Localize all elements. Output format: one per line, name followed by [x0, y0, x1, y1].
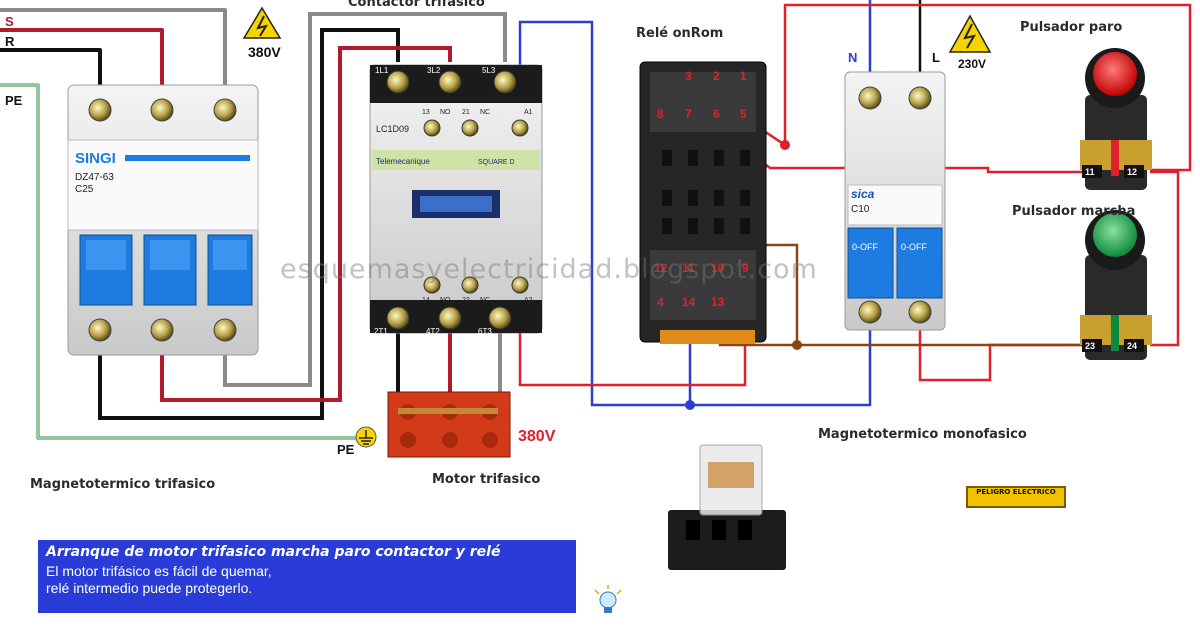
- info-box: Arranque de motor trifasico marcha paro …: [38, 540, 576, 613]
- relay-term-1: 1: [740, 69, 747, 83]
- danger-sign-text: PELIGRO ELECTRICO: [976, 488, 1056, 496]
- contactor-bot-a2: A2: [524, 297, 533, 304]
- marcha-term-23: 23: [1085, 341, 1095, 351]
- contactor-top-21: 21: [462, 109, 470, 116]
- contactor-term-5l3: 5L3: [482, 66, 496, 75]
- pe-bottom-label: PE: [337, 442, 355, 457]
- contactor-model: LC1D09: [376, 124, 409, 134]
- relay-term-9: 9: [742, 261, 749, 275]
- watermark: esquemasyelectricidad.blogspot.com: [280, 254, 818, 285]
- title-magnetotermico-monofasico: Magnetotermico monofasico: [818, 427, 1027, 442]
- motor-terminal-box: [387, 391, 511, 458]
- relay-term-5: 5: [740, 107, 747, 121]
- high-voltage-icon-single: [948, 14, 992, 53]
- phase-s-label: S: [5, 14, 14, 29]
- info-line-2: relé intermedio puede protegerlo.: [46, 580, 253, 596]
- wire-paro-to-marcha: [1150, 170, 1180, 347]
- title-motor-trifasico: Motor trifasico: [432, 472, 541, 487]
- relay-term-10: 10: [711, 261, 725, 275]
- ground-icon: [355, 426, 377, 448]
- high-voltage-icon-main: [242, 6, 282, 39]
- contactor-top-no: NO: [440, 109, 451, 116]
- breaker-1phase: [844, 71, 946, 331]
- contactor-brand: SQUARE D: [478, 159, 515, 166]
- contactor-to-motor-wires: [396, 330, 502, 395]
- voltage-single: 230V: [958, 57, 987, 71]
- relay-base: [639, 61, 767, 344]
- contactor-bot-nc: NC: [480, 297, 490, 304]
- contactor: [369, 64, 543, 334]
- contactor-term-6t3: 6T3: [478, 327, 492, 336]
- breaker1-brand: sica: [851, 187, 875, 201]
- relay-term-13: 13: [711, 295, 725, 309]
- junction-red: [780, 140, 790, 150]
- title-magnetotermico-trifasico: Magnetotermico trifasico: [30, 477, 216, 492]
- title-pulsador-paro: Pulsador paro: [1020, 20, 1123, 35]
- lightbulb-icon: [594, 585, 622, 613]
- relay-term-14: 14: [682, 295, 696, 309]
- junction-blue: [685, 400, 695, 410]
- title-relay: Relé onRom: [636, 26, 724, 41]
- contactor-top-13: 13: [422, 109, 430, 116]
- breaker-3phase: [67, 84, 259, 356]
- contactor-top-nc: NC: [480, 109, 490, 116]
- wire-relay5-red: [754, 3, 1192, 172]
- wire-l-out-red: [918, 325, 1085, 382]
- breaker1-off-right: 0-OFF: [901, 242, 928, 252]
- relay-term-12: 12: [654, 261, 668, 275]
- wire-neutral-a1: [518, 20, 872, 407]
- title-pulsador-marcha: Pulsador marcha: [1012, 204, 1136, 219]
- pe-top-label: PE: [5, 93, 23, 108]
- contactor-maker: Telemecanique: [376, 157, 430, 166]
- wire-t-out: [223, 12, 507, 387]
- contactor-bot-22: 22: [462, 297, 470, 304]
- relay-term-7: 7: [685, 107, 692, 121]
- info-heading: Arranque de motor trifasico marcha paro …: [46, 544, 501, 560]
- line-label: L: [932, 50, 940, 65]
- relay-term-11: 11: [682, 261, 695, 275]
- wire-r-supply: [0, 48, 102, 92]
- danger-sign: PELIGRO ELECTRICO: [966, 486, 1066, 508]
- relay-term-8: 8: [657, 107, 664, 121]
- wire-s-out: [160, 46, 452, 402]
- contactor-top-a1: A1: [524, 109, 533, 116]
- contactor-term-1l1: 1L1: [375, 66, 389, 75]
- contactor-term-4t2: 4T2: [426, 327, 440, 336]
- breaker3-model: DZ47-63: [75, 172, 114, 183]
- relay-term-2: 2: [713, 69, 720, 83]
- breaker1-rating: C10: [851, 204, 870, 215]
- relay-term-6: 6: [713, 107, 720, 121]
- contactor-bot-no: NO: [440, 297, 451, 304]
- wire-pe-inner: [0, 84, 358, 439]
- phase-r-label: R: [5, 34, 15, 49]
- contactor-bot-14: 14: [422, 297, 430, 304]
- breaker3-rating: C25: [75, 184, 94, 195]
- breaker3-brand: SINGI: [75, 150, 116, 167]
- breaker-to-contactor-wires: [98, 12, 507, 420]
- relay-term-3: 3: [685, 69, 692, 83]
- contactor-term-3l2: 3L2: [427, 66, 441, 75]
- relay-term-4: 4: [657, 295, 664, 309]
- breaker1-off-left: 0-OFF: [852, 242, 879, 252]
- marcha-term-24: 24: [1127, 341, 1137, 351]
- wire-t-supply: [0, 8, 227, 92]
- paro-term-12: 12: [1127, 167, 1137, 177]
- neutral-label: N: [848, 50, 858, 65]
- info-line-1: El motor trifásico es fácil de quemar,: [46, 563, 272, 579]
- wire-r-out: [98, 28, 400, 420]
- voltage-main: 380V: [248, 44, 281, 60]
- title-contactor: Contactor trifasico: [348, 0, 485, 10]
- junction-brown: [792, 340, 802, 350]
- contactor-term-2t1: 2T1: [374, 327, 388, 336]
- wire-s-supply: [0, 28, 164, 92]
- paro-term-11: 11: [1085, 167, 1095, 177]
- relay-module-picture: [668, 444, 786, 570]
- pulsador-marcha-device: [1080, 210, 1152, 360]
- supply-wires: [0, 8, 358, 440]
- voltage-motor: 380V: [518, 428, 556, 445]
